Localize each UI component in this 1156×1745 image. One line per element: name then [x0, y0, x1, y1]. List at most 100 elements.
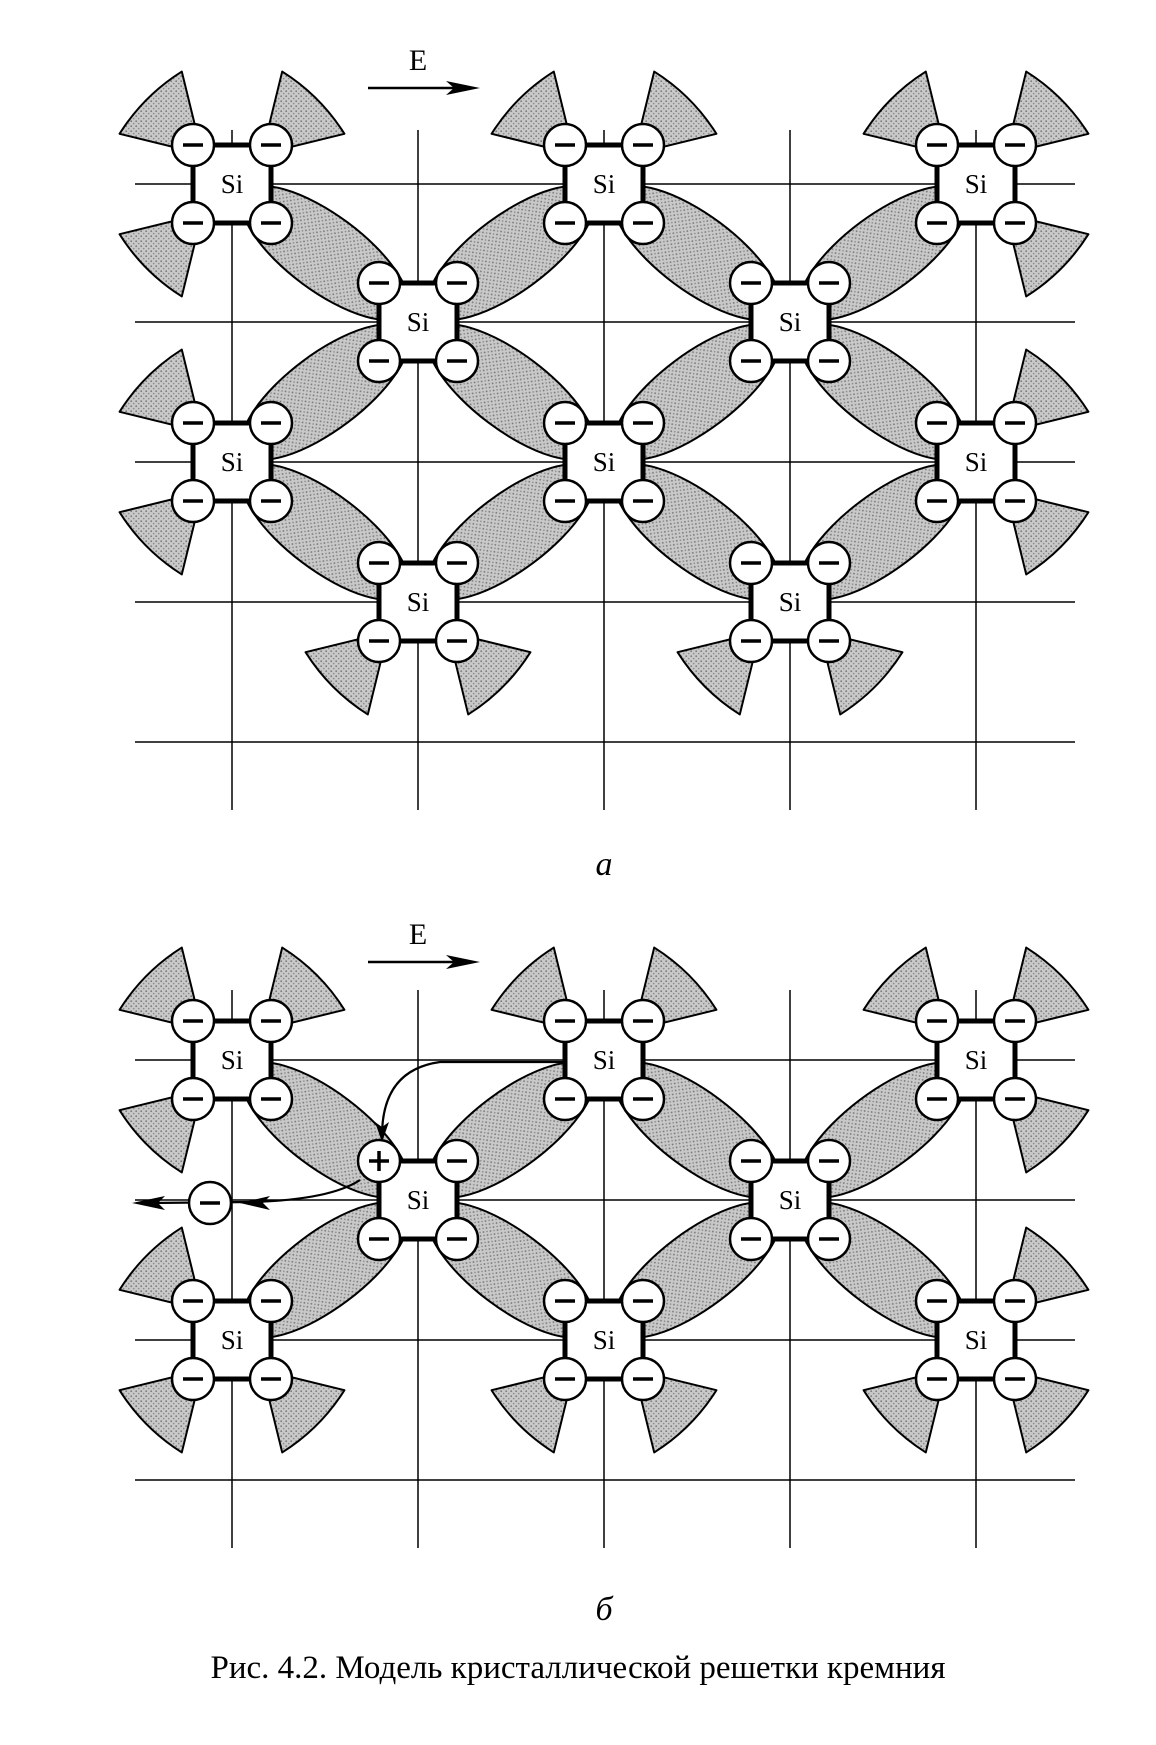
- electron: [434, 540, 480, 586]
- si-atom: Si: [728, 260, 852, 384]
- electron: [542, 478, 588, 524]
- si-atom: Si: [170, 998, 294, 1122]
- electron: [992, 998, 1038, 1044]
- electron: [356, 338, 402, 384]
- si-label: Si: [965, 169, 988, 199]
- si-label: Si: [593, 447, 616, 477]
- si-label: Si: [593, 169, 616, 199]
- electron: [620, 478, 666, 524]
- electron: [914, 998, 960, 1044]
- si-atom: Si: [728, 1138, 852, 1262]
- si-label: Si: [593, 1045, 616, 1075]
- si-label: Si: [965, 1325, 988, 1355]
- electron: [806, 1216, 852, 1262]
- si-label: Si: [965, 447, 988, 477]
- electron: [542, 998, 588, 1044]
- electron: [434, 618, 480, 664]
- electron: [620, 998, 666, 1044]
- atom-core-frame: [562, 142, 646, 226]
- atom-core-frame: [562, 1298, 646, 1382]
- atom-core-frame: [748, 1158, 832, 1242]
- electron: [248, 1356, 294, 1402]
- si-label: Si: [221, 1045, 244, 1075]
- si-label: Si: [221, 169, 244, 199]
- hole-transfer-arrowhead: [375, 1122, 389, 1142]
- atom-core-frame: [190, 1298, 274, 1382]
- atom-core-frame: [376, 280, 460, 364]
- electron: [992, 1076, 1038, 1122]
- electron: [620, 1356, 666, 1402]
- electron: [914, 478, 960, 524]
- atom-core-frame: [562, 1018, 646, 1102]
- electron: [992, 1356, 1038, 1402]
- electron: [248, 1278, 294, 1324]
- electron: [620, 400, 666, 446]
- si-atom: Si: [170, 400, 294, 524]
- si-atom: Si: [356, 1138, 480, 1262]
- panel-a-label: а: [596, 846, 613, 883]
- si-atom: Si: [170, 1278, 294, 1402]
- electron: [248, 1076, 294, 1122]
- electron: [542, 1076, 588, 1122]
- electron: [170, 1076, 216, 1122]
- electron: [914, 1356, 960, 1402]
- si-atom: Si: [914, 122, 1038, 246]
- atom-core-frame: [748, 280, 832, 364]
- atom-core-frame: [190, 142, 274, 226]
- si-label: Si: [407, 307, 430, 337]
- hole-transfer-path: [380, 1060, 565, 1137]
- electron: [170, 400, 216, 446]
- si-atom: Si: [914, 1278, 1038, 1402]
- electron: [356, 618, 402, 664]
- electron: [728, 1138, 774, 1184]
- electron: [542, 1278, 588, 1324]
- atom-core-frame: [934, 142, 1018, 226]
- atom-core-frame: [934, 1018, 1018, 1102]
- si-atom: Si: [542, 1278, 666, 1402]
- si-label: Si: [221, 447, 244, 477]
- si-label: Si: [779, 587, 802, 617]
- electron: [728, 540, 774, 586]
- si-label: Si: [407, 587, 430, 617]
- electron: [620, 1278, 666, 1324]
- si-atom: Si: [542, 998, 666, 1122]
- electron: [542, 400, 588, 446]
- electron: [914, 1278, 960, 1324]
- electron: [434, 1138, 480, 1184]
- atom-core-frame: [190, 1018, 274, 1102]
- atom-core-frame: [376, 1158, 460, 1242]
- atom-core-frame: [190, 420, 274, 504]
- si-atom: Si: [914, 400, 1038, 524]
- free-electron-arrowhead-right: [240, 1196, 270, 1210]
- electron: [728, 618, 774, 664]
- si-label: Si: [965, 1045, 988, 1075]
- electron: [434, 338, 480, 384]
- electron: [542, 200, 588, 246]
- electron: [170, 478, 216, 524]
- si-label: Si: [779, 1185, 802, 1215]
- electron: [356, 1216, 402, 1262]
- electron: [914, 1076, 960, 1122]
- field-label: E: [409, 918, 427, 951]
- electron: [248, 478, 294, 524]
- electron: [434, 260, 480, 306]
- si-atom: Si: [356, 540, 480, 664]
- electron: [992, 478, 1038, 524]
- si-label: Si: [221, 1325, 244, 1355]
- electron: [542, 122, 588, 168]
- electron: [170, 998, 216, 1044]
- panel-b-label: б: [595, 1591, 614, 1628]
- electron: [170, 200, 216, 246]
- electron: [914, 122, 960, 168]
- electron: [992, 200, 1038, 246]
- si-atom: Si: [914, 998, 1038, 1122]
- electron: [170, 122, 216, 168]
- electron: [914, 400, 960, 446]
- electron: [806, 260, 852, 306]
- electron: [248, 200, 294, 246]
- electron: [434, 1216, 480, 1262]
- electron: [728, 338, 774, 384]
- si-label: Si: [593, 1325, 616, 1355]
